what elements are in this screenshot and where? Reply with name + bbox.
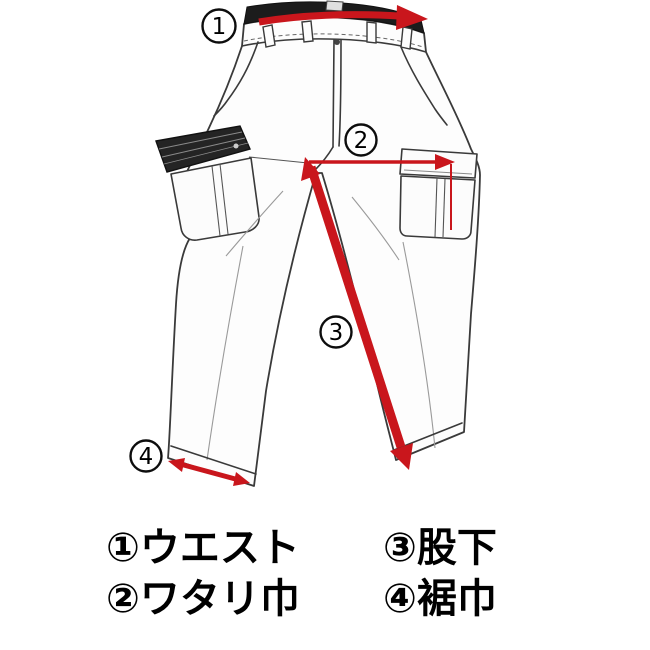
pocket-pleat-line (211, 165, 221, 237)
thigh-guide-line (248, 156, 309, 164)
inseam-arrowhead-top (301, 157, 320, 181)
belt-loop (301, 20, 314, 43)
cargo-pocket-right-body (399, 175, 476, 240)
hem-arrowhead-left (168, 458, 185, 472)
pants-silhouette (167, 16, 481, 487)
pocket-pleat-line (434, 177, 438, 238)
pocket-pleat-line (442, 178, 446, 238)
inseam-measure-line (306, 165, 406, 449)
legend-item-waist: ①ウエスト (106, 525, 300, 571)
marker-inseam-number: 3 (329, 320, 344, 346)
belt-loop (400, 26, 413, 50)
legend-item-thigh-width: ②ワタリ巾 (106, 576, 300, 622)
cargo-pocket-left (155, 125, 260, 241)
right-hem-stitch (393, 422, 463, 451)
flap-button (233, 143, 239, 149)
belt-loop (262, 24, 276, 48)
left-hem-stitch (170, 445, 257, 475)
left-thigh-crease (225, 190, 284, 257)
marker-thigh-circle (344, 123, 378, 157)
marker-inseam-circle (319, 315, 353, 349)
pocket-pleat-line (219, 163, 229, 235)
legend: ①ウエスト ③股下 ②ワタリ巾 ④裾巾 (106, 525, 497, 622)
measurement-arrows (168, 5, 455, 486)
inseam-arrowhead-bottom (390, 443, 413, 470)
waist-arrowhead (396, 5, 428, 30)
marker-thigh-number: 2 (354, 128, 369, 154)
belt-loops (262, 20, 413, 50)
slant-pocket-left (213, 41, 259, 117)
hem-arrowhead-right (233, 472, 250, 486)
legend-item-hem-width: ④裾巾 (383, 576, 497, 622)
waist-measure-line (258, 11, 400, 26)
left-leg-crease (206, 245, 244, 461)
legend-item-inseam: ③股下 (383, 525, 497, 571)
thigh-arrowhead (435, 154, 455, 170)
flap-stripe (161, 137, 246, 158)
marker-hem-number: 4 (139, 444, 154, 470)
marker-inseam: 3 (319, 315, 353, 349)
waist-button (334, 39, 340, 45)
slant-pocket-right (400, 46, 448, 126)
right-thigh-crease (351, 196, 400, 261)
flap-stripe (158, 131, 243, 150)
pants-drawing (155, 0, 481, 487)
fly-line (332, 39, 335, 148)
marker-waist-circle (201, 8, 237, 44)
marker-hem-circle (129, 439, 163, 473)
hem-measure-line (179, 461, 240, 483)
belt-loop (366, 21, 377, 44)
marker-waist: 1 (201, 8, 237, 44)
right-leg-crease (402, 241, 436, 449)
marker-thigh-width: 2 (344, 123, 378, 157)
fly-line (338, 39, 342, 147)
waistband-back-loop (325, 0, 344, 12)
cargo-pocket-left-body (170, 157, 260, 241)
flap-stitch (403, 169, 473, 175)
fly-front (314, 39, 342, 171)
fly-j-stitch (314, 146, 334, 171)
marker-hem-width: 4 (129, 439, 163, 473)
marker-waist-number: 1 (212, 14, 227, 40)
measurement-markers: 1 2 3 4 (129, 8, 378, 473)
